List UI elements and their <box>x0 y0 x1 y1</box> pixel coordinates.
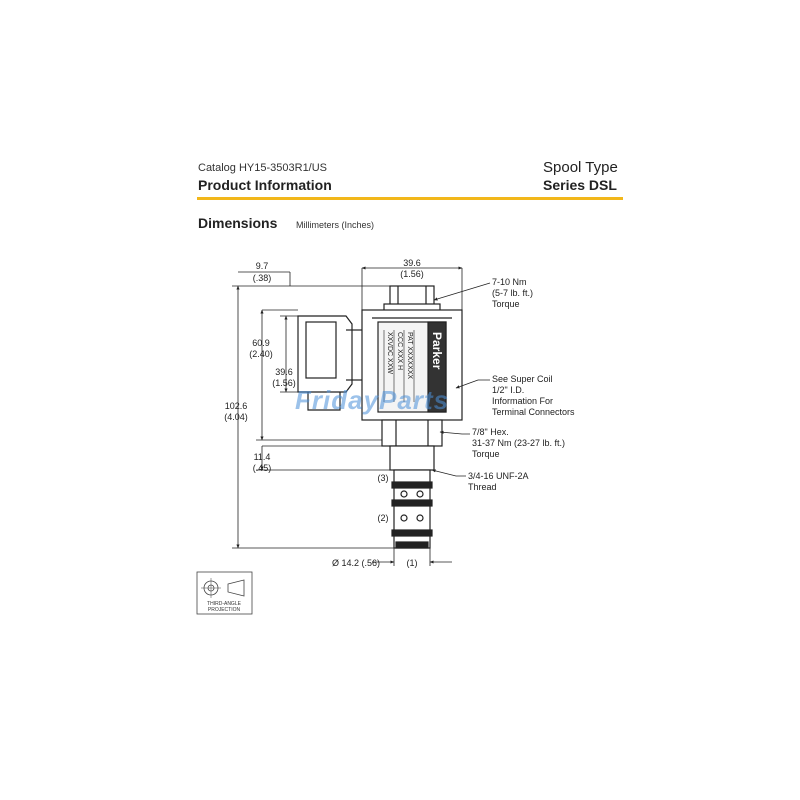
thread-callout-line-1: 3/4-16 UNF-2A <box>468 471 529 481</box>
coil-brand-logo: Parker <box>430 332 444 370</box>
units-note: Millimeters (Inches) <box>296 220 375 230</box>
product-information-heading: Product Information <box>198 177 332 193</box>
dim-coil-mm: 60.9 <box>252 338 270 348</box>
dim-overall-mm: 102.6 <box>225 401 248 411</box>
dim-diameter: Ø 14.2 (.56) <box>332 558 380 568</box>
top-nut <box>389 285 435 307</box>
header-accent-rule <box>197 197 623 200</box>
leader-lines <box>431 282 491 477</box>
dim-overall-in: (4.04) <box>224 412 248 422</box>
hex-section <box>381 419 443 447</box>
coil-callout-line-2: 1/2" I.D. <box>492 385 524 395</box>
port-3-label: (3) <box>378 473 389 483</box>
series-title: Series DSL <box>543 177 617 193</box>
dim-hex-mm: 11.4 <box>254 452 271 462</box>
dim-coil-inner-mm: 39.6 <box>275 367 293 377</box>
dim-top-mm: 9.7 <box>256 261 269 271</box>
dim-coil-inner-in: (1.56) <box>272 378 296 388</box>
dim-width-mm: 39.6 <box>403 258 421 268</box>
dim-top-in: (.38) <box>253 273 272 283</box>
o-ring-port-3b <box>391 499 433 507</box>
port-2-label: (2) <box>378 513 389 523</box>
thread-callout-line-2: Thread <box>468 482 497 492</box>
coil-brand-strip <box>427 321 447 413</box>
coil-label-line-1: XXVDC XXW <box>386 332 393 374</box>
projection-label-line-1: THIRD-ANGLE <box>207 601 242 607</box>
hex-callout-line-3: Torque <box>472 449 500 459</box>
catalog-number: Catalog HY15-3503R1/US <box>198 162 328 174</box>
dimension-lines <box>232 266 463 566</box>
watermark: FridayParts <box>295 385 449 415</box>
coil-label-line-2: CCC XXX H <box>396 332 403 370</box>
coil-label-text: XXVDC XXW CCC XXX H PAT XXXXXXX Parker <box>386 332 444 379</box>
third-angle-projection-symbol: THIRD-ANGLE PROJECTION <box>196 571 253 615</box>
dim-hex-in: (.45) <box>253 463 272 473</box>
hex-callout-line-2: 31-37 Nm (23-27 lb. ft.) <box>472 438 565 448</box>
o-ring-port-2 <box>391 529 433 537</box>
projection-label-line-2: PROJECTION <box>208 607 241 613</box>
valve-body <box>297 285 463 549</box>
coil-callout-line-3: Information For <box>492 396 553 406</box>
port-1-label: (1) <box>407 558 418 568</box>
spool-type-title: Spool Type <box>543 159 618 176</box>
dimensions-heading: Dimensions <box>198 215 278 231</box>
hex-callout-line-1: 7/8" Hex. <box>472 427 509 437</box>
coil-callout-line-4: Terminal Connectors <box>492 407 575 417</box>
dim-width-in: (1.56) <box>400 269 424 279</box>
o-ring-port-3 <box>391 481 433 489</box>
cartridge-upper <box>389 445 435 471</box>
torque-top-line-3: Torque <box>492 299 520 309</box>
coil-callout-line-1: See Super Coil <box>492 374 553 384</box>
torque-top-line-1: 7-10 Nm <box>492 277 527 287</box>
torque-top-line-2: (5-7 lb. ft.) <box>492 288 533 298</box>
dim-coil-in: (2.40) <box>249 349 273 359</box>
o-ring-port-1 <box>395 541 429 549</box>
coil-label-line-3: PAT XXXXXXX <box>406 332 413 379</box>
